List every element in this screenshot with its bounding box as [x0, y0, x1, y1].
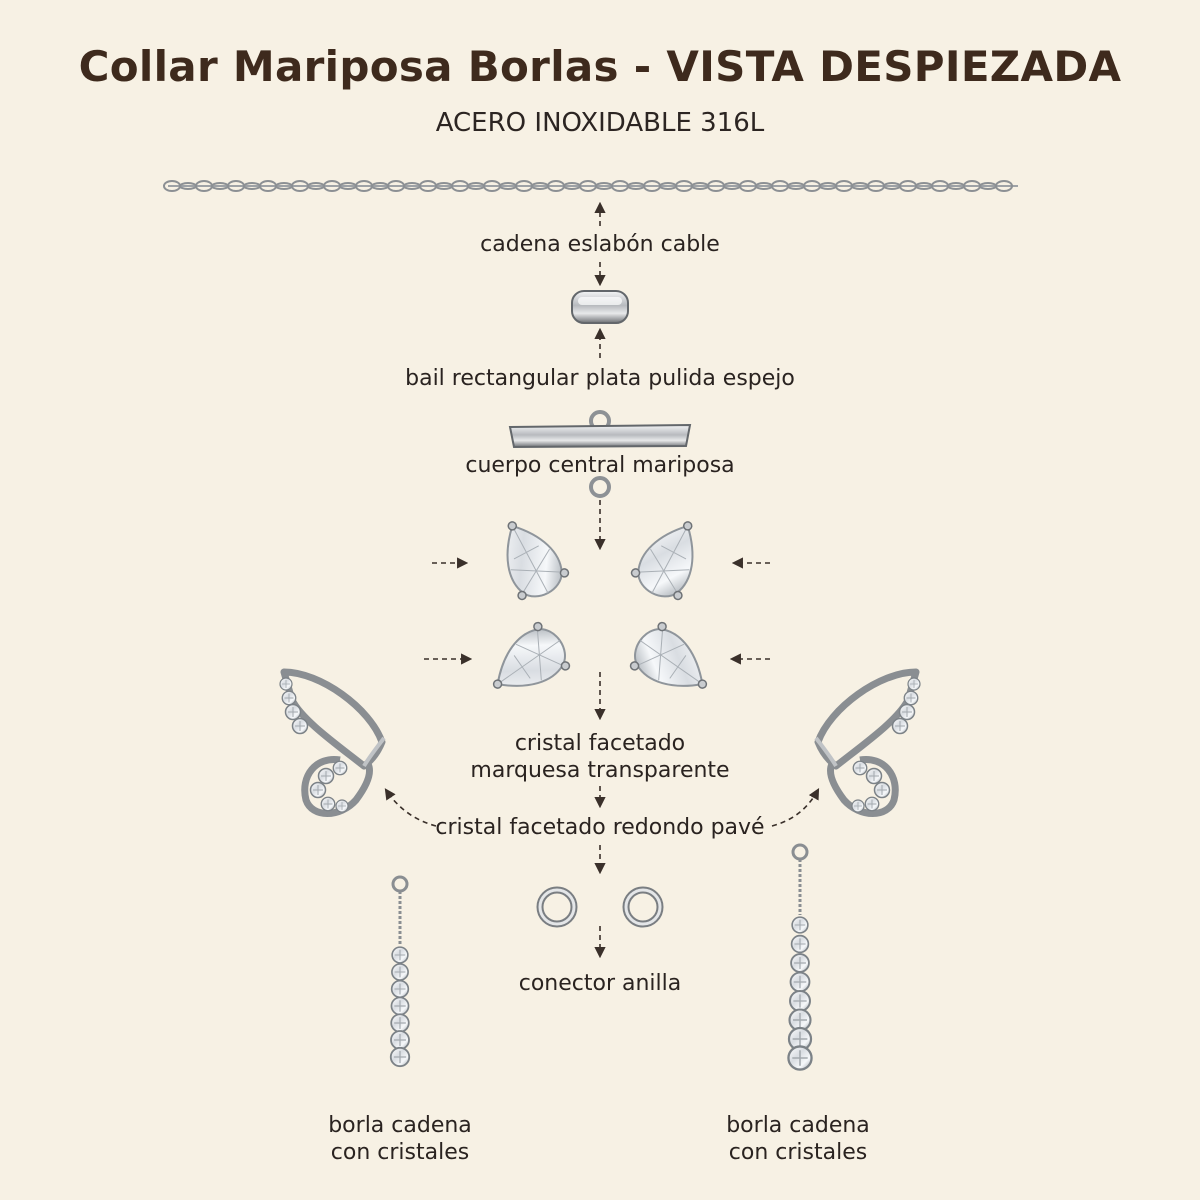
butterfly-wing-right: [814, 668, 921, 817]
pave-stone: [790, 934, 810, 954]
cable-chain: [163, 180, 1018, 192]
pave-stone: [335, 799, 349, 813]
tassel-left: [389, 875, 411, 1068]
pave-stone: [891, 717, 909, 735]
pave-stone: [279, 677, 293, 691]
label-tassel-left-line2: con cristales: [330, 1140, 470, 1165]
pave-stone: [873, 781, 891, 799]
jump-ring-left: [540, 890, 574, 924]
pave-stone: [791, 916, 809, 934]
label-pave: cristal facetado redondo pavé: [435, 815, 765, 840]
pave-stone: [907, 677, 921, 691]
pave-stone: [320, 796, 336, 812]
crystal-upper-left: [484, 508, 574, 608]
pave-stone: [291, 717, 309, 735]
label-tassel-left: borla cadena con cristales: [290, 1112, 510, 1166]
label-body: cuerpo central mariposa: [465, 453, 735, 478]
pave-stone: [317, 767, 335, 785]
pave-stone: [391, 946, 409, 964]
pave-stone: [865, 767, 883, 785]
label-tassel-left-line1: borla cadena: [328, 1113, 472, 1138]
diagram-subtitle: ACERO INOXIDABLE 316L: [435, 108, 765, 138]
pave-stone: [389, 1046, 411, 1068]
central-body-bar: [508, 410, 692, 498]
label-bail: bail rectangular plata pulida espejo: [405, 366, 795, 391]
pave-stone: [787, 1045, 813, 1071]
diagram-title: Collar Mariposa Borlas - VISTA DESPIEZAD…: [78, 42, 1122, 91]
crystal-lower-left: [477, 616, 577, 711]
explode-arrows: [384, 201, 820, 959]
pave-stone: [903, 690, 919, 706]
pave-stone: [864, 796, 880, 812]
label-chain: cadena eslabón cable: [480, 232, 720, 257]
label-crystal: cristal facetado marquesa transparente: [400, 730, 800, 784]
pave-stone: [390, 1030, 410, 1050]
label-tassel-right-line2: con cristales: [728, 1140, 868, 1165]
pave-stone: [284, 703, 302, 721]
label-ring: conector anilla: [518, 971, 682, 996]
label-crystal-line1: cristal facetado: [514, 731, 686, 756]
chain-link: [995, 180, 1013, 192]
pave-stone: [309, 781, 327, 799]
pave-stone: [281, 690, 297, 706]
pave-stone: [390, 996, 410, 1016]
crystal-upper-right: [626, 508, 716, 608]
rectangular-bail: [571, 290, 629, 324]
tassel-right: [787, 843, 813, 1071]
jump-ring-right: [626, 890, 660, 924]
pave-stone: [852, 760, 868, 776]
crystal-lower-right: [623, 616, 723, 711]
label-tassel-right: borla cadena con cristales: [688, 1112, 908, 1166]
label-tassel-right-line1: borla cadena: [726, 1113, 870, 1138]
pave-stone: [851, 799, 865, 813]
pave-stone: [898, 703, 916, 721]
label-crystal-line2: marquesa transparente: [470, 758, 730, 783]
butterfly-wing-left: [279, 668, 386, 817]
pave-stone: [390, 1013, 410, 1033]
pave-stone: [332, 760, 348, 776]
